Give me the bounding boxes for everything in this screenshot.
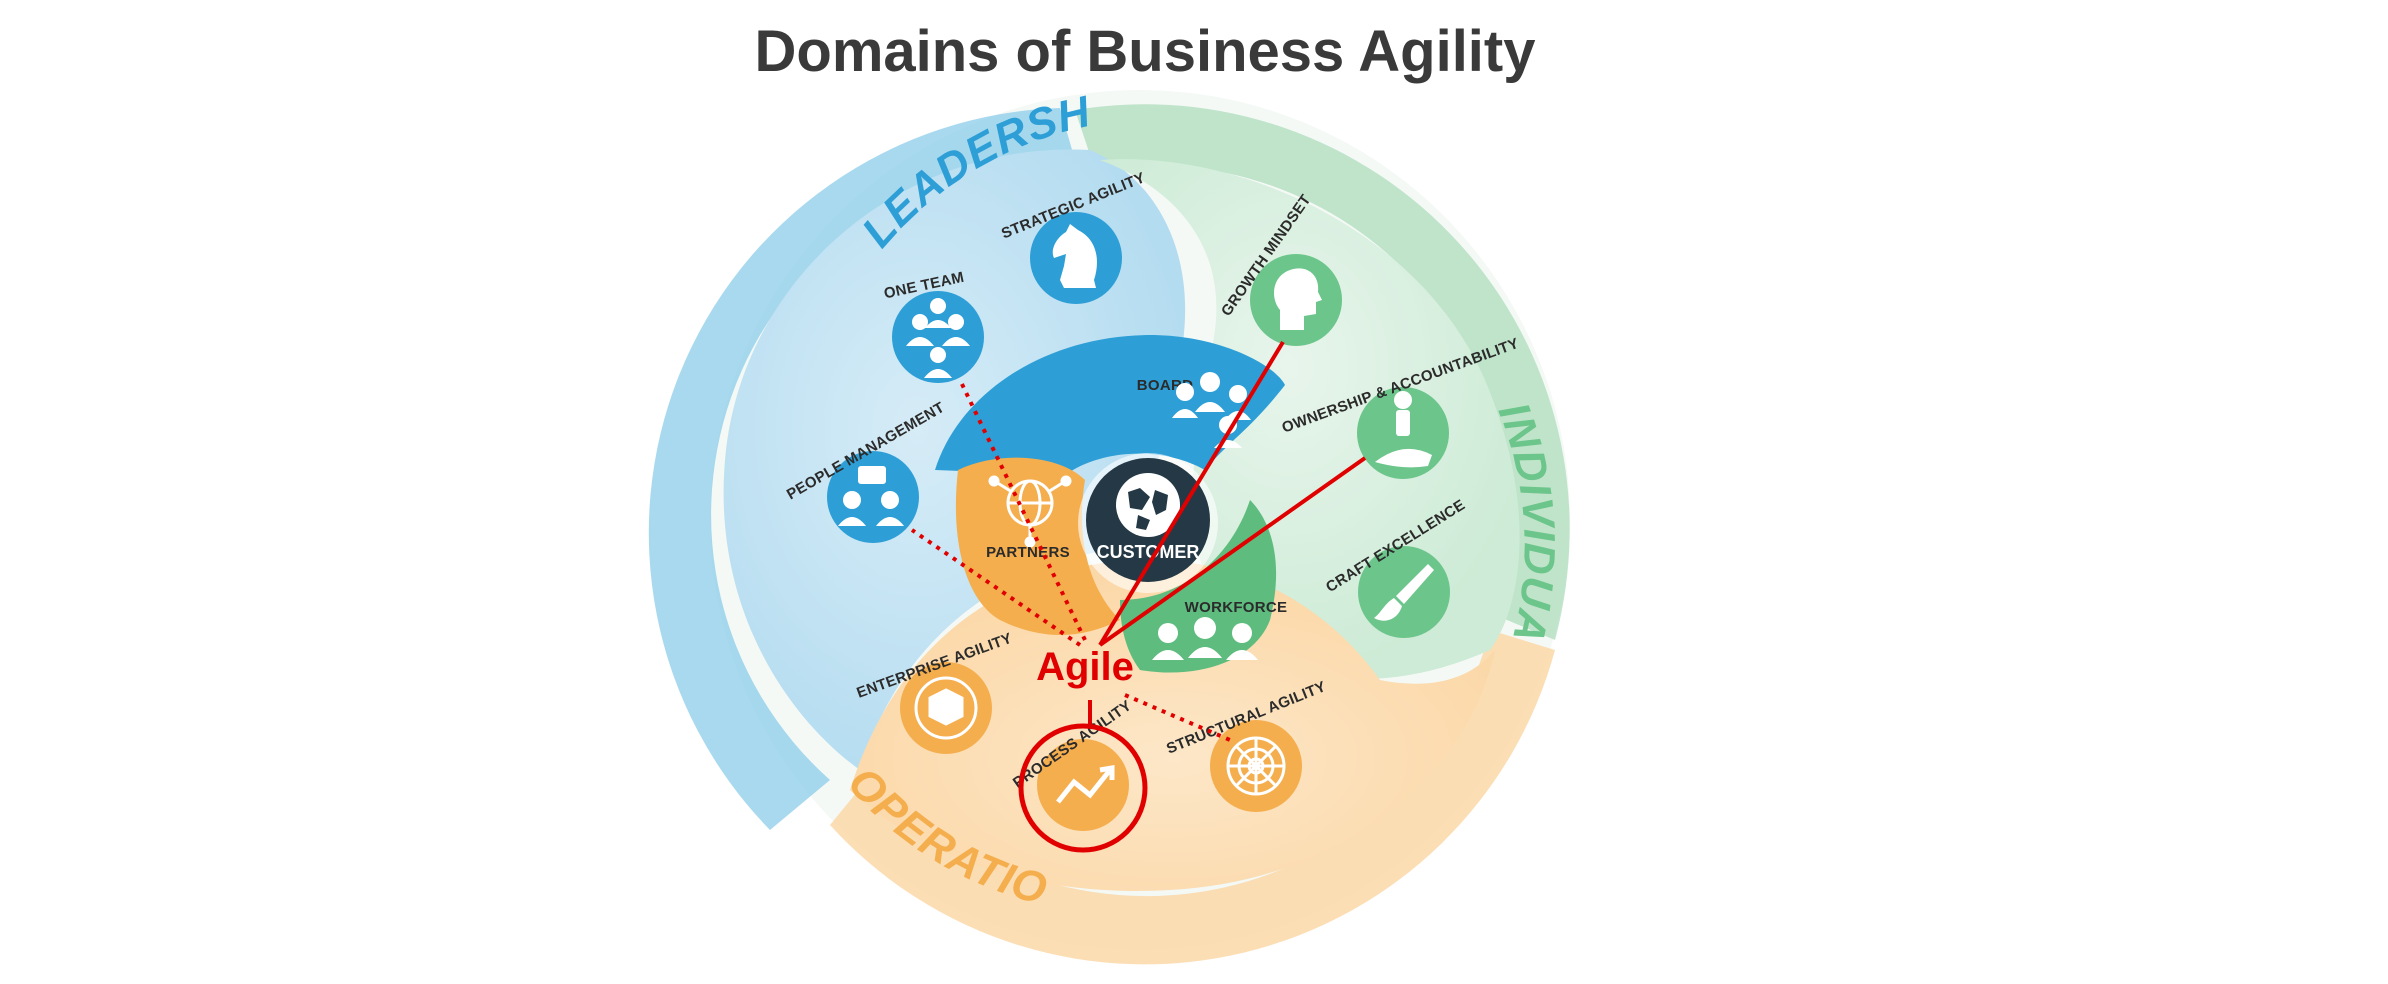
- person-on-hand-icon: [1375, 391, 1432, 468]
- partners-inner-shape: [955, 457, 1120, 635]
- spider-web-icon: [1226, 736, 1286, 796]
- partners-label: PARTNERS: [986, 544, 1070, 561]
- operations-petal: [850, 560, 1495, 891]
- trend-chart-icon: [1056, 765, 1115, 804]
- head-profile-icon: [1274, 268, 1322, 330]
- enterprise-cube-icon: [914, 676, 978, 740]
- customer-label: CUSTOMER: [1097, 542, 1200, 562]
- individuals-outer-band: [1075, 104, 1570, 641]
- one-team-node: [892, 291, 984, 383]
- partners-globe-network-icon: [988, 475, 1072, 548]
- workforce-label: WORKFORCE: [1185, 599, 1288, 616]
- agile-solid-connectors: [1088, 340, 1367, 725]
- board-inner-shape: [935, 335, 1285, 475]
- team-people-icon: [906, 298, 970, 378]
- leadership-outer-band: [648, 108, 1075, 830]
- globe-icon: [1116, 473, 1180, 537]
- process-agility-highlight: [1018, 723, 1148, 853]
- people-management-icon: [838, 466, 904, 526]
- process-agility-node: [1037, 739, 1129, 831]
- board-people-icon: [1172, 372, 1251, 448]
- operations-outer-band: [830, 630, 1555, 965]
- paintbrush-icon: [1374, 564, 1434, 621]
- page-title: Domains of Business Agility: [754, 19, 1536, 84]
- chess-knight-icon: [1052, 224, 1097, 288]
- agile-annotation: Agile: [1036, 645, 1134, 689]
- workforce-people-icon: [1152, 617, 1258, 660]
- agile-dotted-connectors: [910, 379, 1231, 742]
